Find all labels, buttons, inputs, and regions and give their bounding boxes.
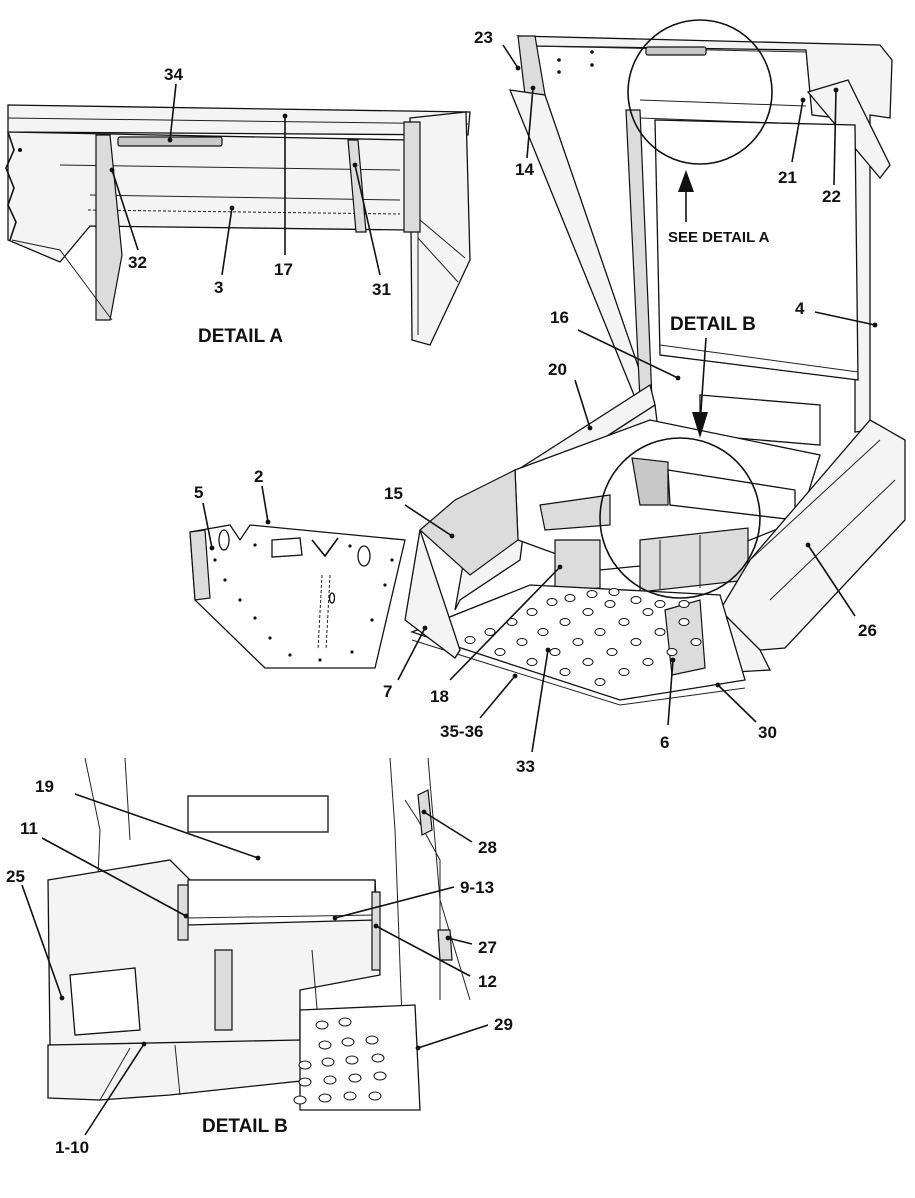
detail-b-callouts: 19 11 25 9-13 28 27 12 29 1-10 DETAIL B	[6, 777, 513, 1157]
detail-b-callout-label: DETAIL B	[670, 314, 756, 335]
floor-tread-studs	[464, 588, 702, 686]
callout-23: 23	[474, 28, 493, 47]
callout-2: 2	[254, 467, 263, 486]
callout-26: 26	[858, 621, 877, 640]
detail-a-title: DETAIL A	[198, 326, 283, 347]
callout-11: 11	[20, 819, 38, 838]
callout-30: 30	[758, 723, 777, 742]
callout-6: 6	[660, 733, 669, 752]
callout-5: 5	[194, 483, 203, 502]
callout-35-36: 35-36	[440, 722, 483, 741]
callout-33: 33	[516, 757, 535, 776]
callout-29: 29	[494, 1015, 513, 1034]
callout-4: 4	[795, 299, 805, 318]
callout-16: 16	[550, 308, 569, 327]
side-access-panel	[189, 524, 406, 669]
callout-3: 3	[214, 278, 223, 297]
callout-28: 28	[478, 838, 497, 857]
callout-21: 21	[778, 168, 797, 187]
callout-25: 25	[6, 867, 25, 886]
callout-14: 14	[515, 160, 534, 179]
callout-9-13: 9-13	[460, 878, 494, 897]
detail-b-title: DETAIL B	[202, 1116, 288, 1137]
detail-a-drawing	[5, 104, 471, 346]
callout-7: 7	[383, 682, 392, 701]
see-detail-a-label: SEE DETAIL A	[668, 229, 770, 246]
callout-17: 17	[274, 260, 293, 279]
callout-15: 15	[384, 484, 403, 503]
callout-22: 22	[822, 187, 841, 206]
detail-a-callouts: 34 17 32 3 31 DETAIL A	[128, 65, 391, 347]
callout-1-10: 1-10	[55, 1138, 89, 1157]
callout-leaders	[21, 44, 878, 1136]
callout-18: 18	[430, 687, 449, 706]
callout-20: 20	[548, 360, 567, 379]
callout-27: 27	[478, 938, 497, 957]
detail-b-drawing	[47, 757, 471, 1111]
callout-19: 19	[35, 777, 54, 796]
callout-34: 34	[164, 65, 183, 84]
callout-12: 12	[478, 972, 497, 991]
callout-32: 32	[128, 253, 147, 272]
main-callouts: 23 14 21 22 SEE DETAIL A 4 DETAIL B 16 2…	[194, 28, 877, 776]
callout-31: 31	[372, 280, 391, 299]
